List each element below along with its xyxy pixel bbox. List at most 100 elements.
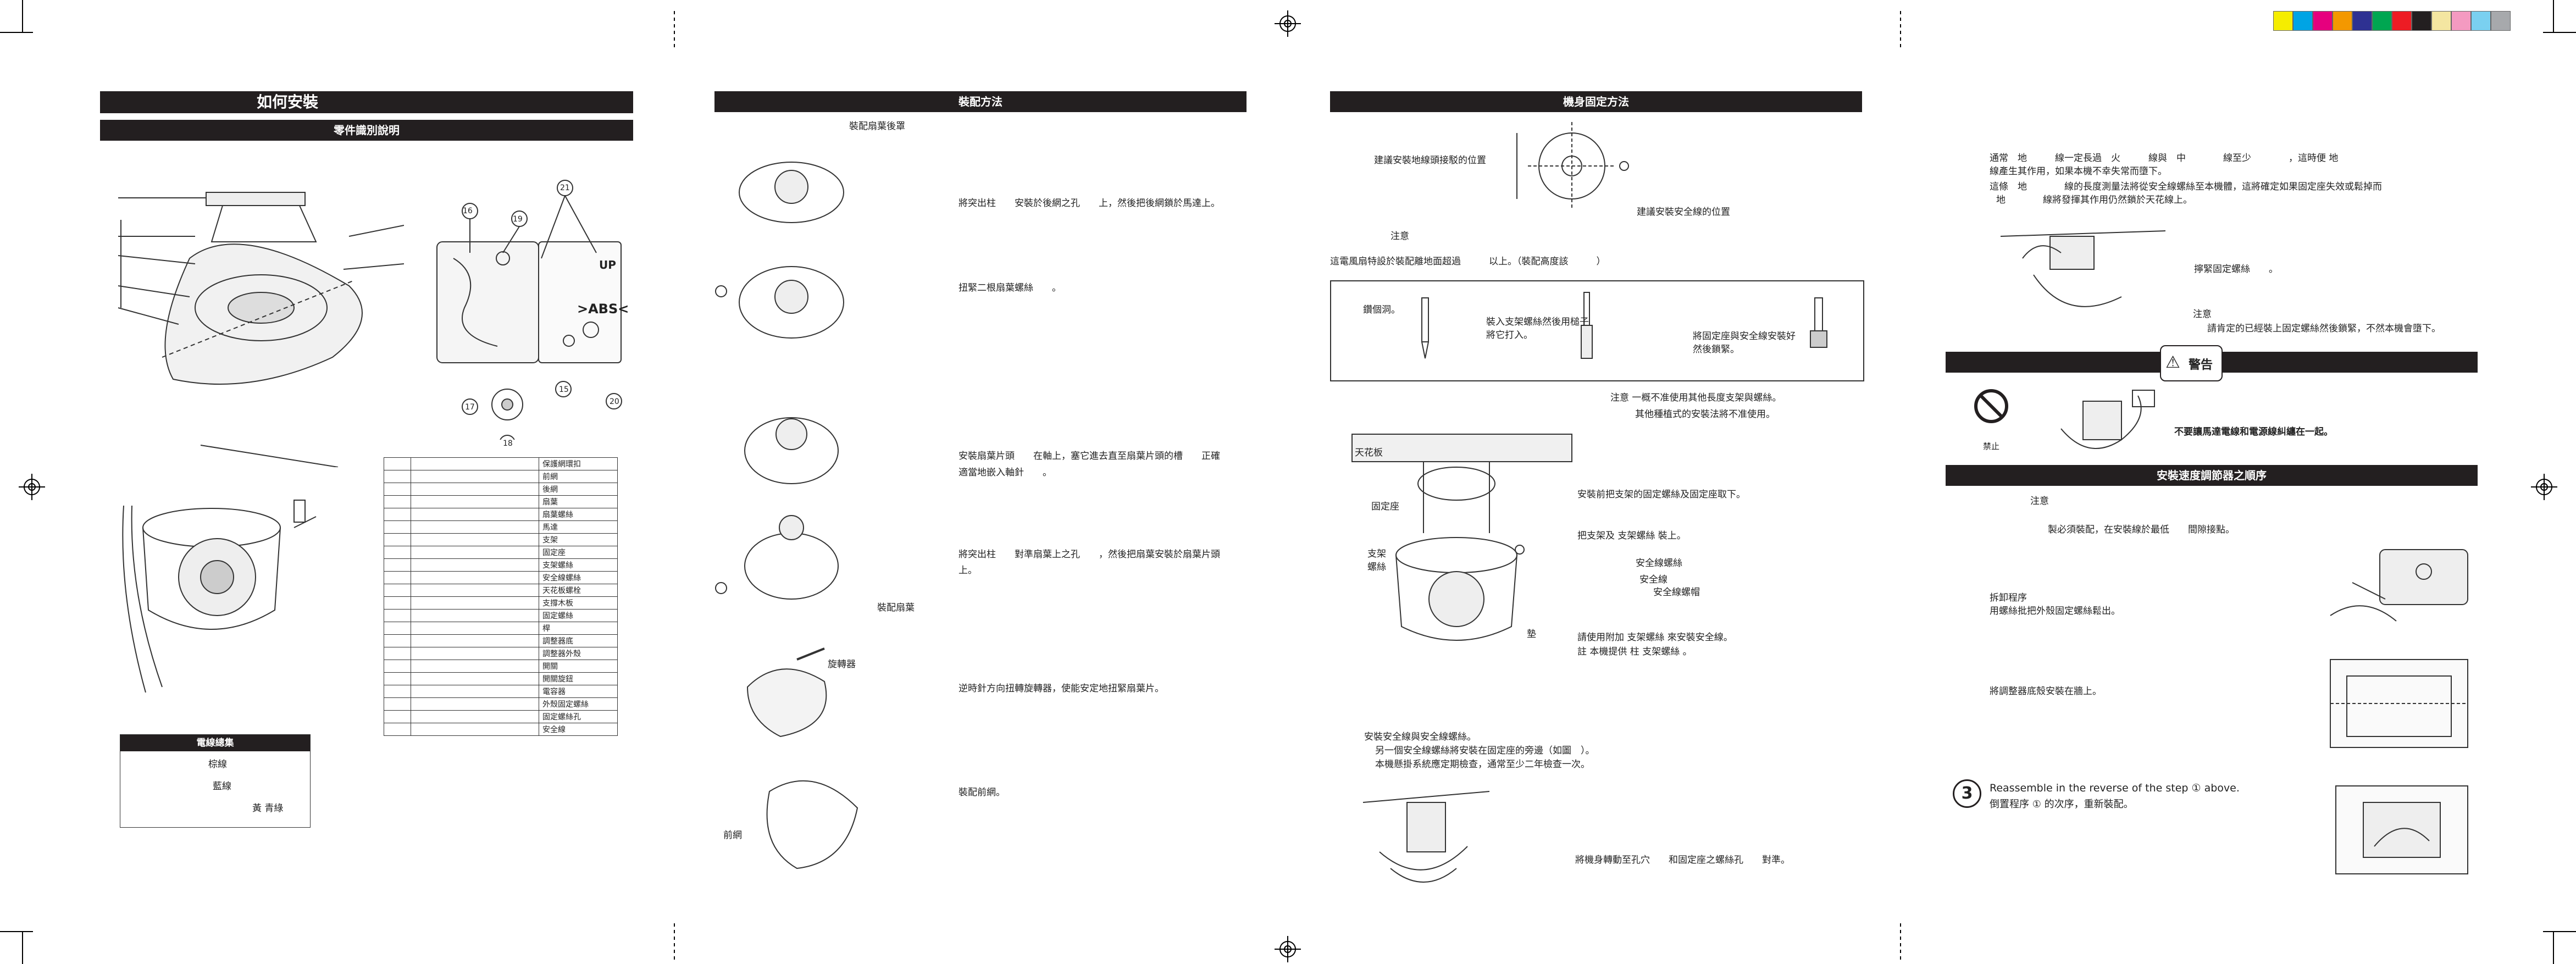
swatch-green <box>2372 11 2392 31</box>
wall-mount-text: 將調整器底殼安裝在牆上。 <box>1990 686 2102 697</box>
swatch-pink <box>2451 11 2471 31</box>
step-2-text: 扭緊二根扇葉螺絲 。 <box>959 282 1061 293</box>
mount-step-safety: 請使用附加 支架螺絲 來安裝安全線。 <box>1577 632 1733 643</box>
wiring-brown: 棕線 <box>208 759 227 770</box>
section-title-bar: 裝配方法 <box>714 91 1247 112</box>
height-note: 這電風扇特設於裝配離地面超過 以上。（裝配高度該 ） <box>1330 256 1606 267</box>
label-safety-screw: 安全線螺絲 <box>1636 558 1682 569</box>
page-title: 如何安裝 <box>257 93 319 111</box>
table-row: 固定螺絲孔 <box>384 710 618 723</box>
table-row: 調整器底 <box>384 634 618 647</box>
part-blank-cell <box>411 723 539 736</box>
label-mount-plate: 固定座 <box>1371 501 1399 512</box>
part-number-cell <box>384 672 411 685</box>
fan-exploded-illustration <box>118 192 404 467</box>
part-blank-cell <box>411 571 539 584</box>
part-number-cell <box>384 697 411 711</box>
parts-box-illustration <box>436 180 622 440</box>
disassembly-text: 用螺絲批把外殼固定螺絲鬆出。 <box>1990 606 2120 617</box>
step-3-text: 安裝扇葉片頭 在軸上，塞它進去直至扇葉片頭的槽 正確 <box>959 451 1220 462</box>
table-row: 外殼固定螺絲 <box>384 697 618 711</box>
wiring-blue: 藍線 <box>213 781 231 792</box>
step-3-text-cont: 適當地嵌入軸針 。 <box>959 467 1052 478</box>
ground-text-4: 地 線將發揮其作用仍然鎖於天花線上。 <box>1996 195 2192 206</box>
step-3-chinese: 倒置程序 ① 的次序，重新裝配。 <box>1990 799 2134 810</box>
callout-16: 16 <box>463 207 473 215</box>
warning-badge: ⚠ 警告 <box>2160 345 2223 381</box>
part-number-cell <box>384 710 411 723</box>
step-5-text: 逆時針方向扭轉旋轉器，使能安定地扭緊扇葉片。 <box>959 683 1164 694</box>
table-row: 支撐木板 <box>384 596 618 610</box>
subsection-title-bar: 零件識別說明 <box>100 120 633 141</box>
label-ceiling: 天花板 <box>1355 447 1383 458</box>
swatch-black <box>2412 11 2431 31</box>
part-number-cell <box>384 647 411 660</box>
part-name-cell: 安全線螺絲 <box>539 571 618 584</box>
label-safety-position: 建議安裝安全線的位置 <box>1637 207 1730 218</box>
part-name-cell: 後網 <box>539 483 618 496</box>
abs-label: >ABS< <box>577 301 629 317</box>
mount-step-install: 把支架及 支架螺絲 裝上。 <box>1577 530 1686 541</box>
table-row: 安全線螺絲 <box>384 571 618 584</box>
part-name-cell: 桿 <box>539 622 618 635</box>
part-number-cell <box>384 660 411 673</box>
part-number-cell <box>384 584 411 597</box>
step-3-english: Reassemble in the reverse of the step ① … <box>1990 782 2240 794</box>
part-blank-cell <box>411 495 539 508</box>
part-name-cell: 固定座 <box>539 546 618 559</box>
table-row: 後網 <box>384 483 618 496</box>
tighten-note-text: 請肯定的已經裝上固定螺絲然後鎖緊，不然本機會墮下。 <box>2207 323 2441 334</box>
part-name-cell: 開關旋鈕 <box>539 672 618 685</box>
step-label-blade: 裝配扇葉 <box>877 602 915 613</box>
note-bracket-length: 注意 一概不准使用其他長度支架與螺絲。 <box>1610 392 1782 403</box>
part-number-cell <box>384 495 411 508</box>
callout-17: 17 <box>465 403 475 412</box>
part-name-cell: 支撐木板 <box>539 596 618 610</box>
callout-15: 15 <box>559 385 569 394</box>
reassembled-controller-illustration <box>2335 785 2468 874</box>
crop-mark <box>22 0 23 33</box>
part-number-cell <box>384 546 411 559</box>
label-bracket-screw: 支架螺絲 <box>1367 549 1386 573</box>
parts-table: 保護網環扣前網後網扇葉扇葉螺絲馬達支架固定座支架螺絲安全線螺絲天花板螺栓支撐木板… <box>384 457 618 736</box>
part-blank-cell <box>411 470 539 483</box>
ground-text-2: 線產生其作用，如果本機不幸失常而墮下。 <box>1990 166 2167 177</box>
part-number-cell <box>384 634 411 647</box>
table-row: 支架螺絲 <box>384 558 618 572</box>
warning-text: 不要讓馬達電線和電源線糾纏在一起。 <box>2174 426 2333 437</box>
tighten-text: 擰緊固定螺絲 。 <box>2194 264 2278 275</box>
align-step: 將機身轉動至孔穴 和固定座之螺絲孔 對準。 <box>1575 855 1790 866</box>
safety-step-3: 本機懸掛系統應定期檢查，通常至少二年檢查一次。 <box>1375 759 1590 770</box>
part-number-cell <box>384 533 411 546</box>
prohibit-label: 禁止 <box>1983 441 2000 451</box>
part-blank-cell <box>411 710 539 723</box>
section-title-bar: 如何安裝 <box>100 91 633 113</box>
callout-21: 21 <box>560 184 570 192</box>
table-row: 扇葉 <box>384 495 618 508</box>
part-blank-cell <box>411 596 539 610</box>
mount-step-remove: 安裝前把支架的固定螺絲及固定座取下。 <box>1577 489 1746 500</box>
part-number-cell <box>384 596 411 610</box>
swatch-cyan <box>2293 11 2313 31</box>
note-other-methods: 其他種植式的安裝法將不准使用。 <box>1635 409 1775 420</box>
drill-illustration <box>1421 292 1827 359</box>
label-safety-nut: 安全線螺帽 <box>1653 587 1700 598</box>
part-name-cell: 扇葉 <box>539 495 618 508</box>
part-name-cell: 前網 <box>539 470 618 483</box>
up-label: UP <box>599 258 616 272</box>
part-name-cell: 支架螺絲 <box>539 558 618 572</box>
table-row: 電容器 <box>384 685 618 698</box>
step-4-text-cont: 上。 <box>959 565 977 576</box>
part-number-cell <box>384 723 411 736</box>
drill-step-3: 將固定座與安全線安裝好然後鎖緊。 <box>1693 331 1796 355</box>
part-blank-cell <box>411 546 539 559</box>
swatch-red <box>2392 11 2412 31</box>
controller-removal-illustration <box>2330 549 2468 622</box>
part-name-cell: 安全線 <box>539 723 618 736</box>
part-blank-cell <box>411 520 539 534</box>
subsection-title: 零件識別說明 <box>334 124 400 137</box>
rotate-body-illustration <box>1362 791 1489 883</box>
part-name-cell: 電容器 <box>539 685 618 698</box>
step-label-rear-guard: 裝配扇葉後罩 <box>849 121 905 132</box>
part-name-cell: 支架 <box>539 533 618 546</box>
